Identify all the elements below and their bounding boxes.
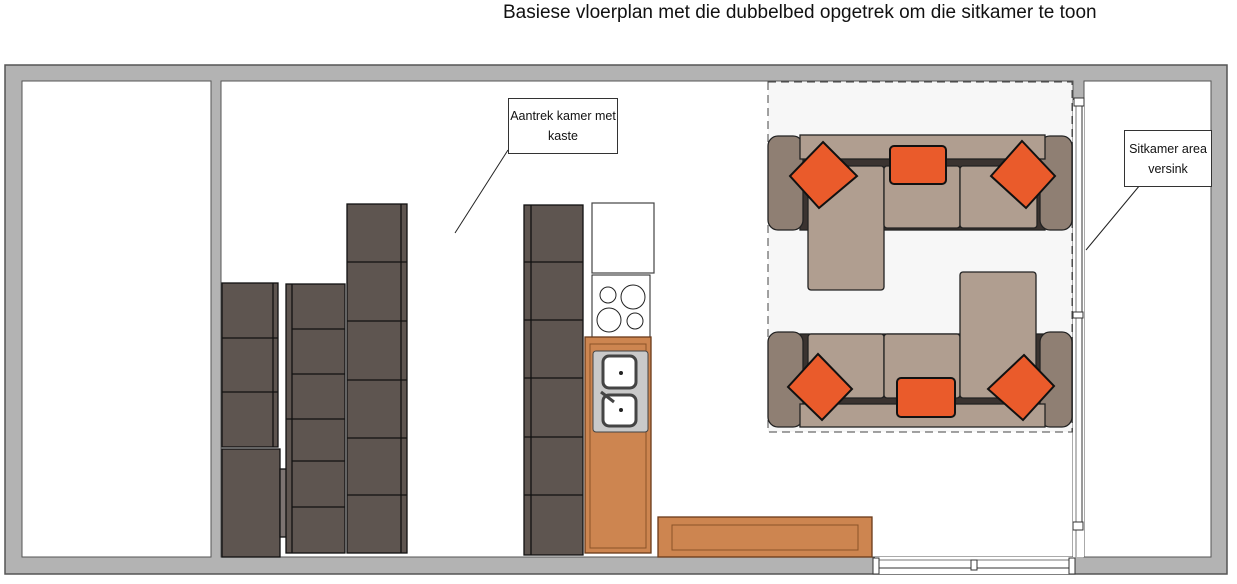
leader-line xyxy=(1085,184,1141,251)
living-area-label: Sitkamer area versink xyxy=(1124,130,1212,187)
cabinet-column-c xyxy=(346,203,408,554)
bench xyxy=(657,516,873,558)
stove xyxy=(591,274,651,338)
cabinet-column-b xyxy=(285,283,346,554)
page-title: Basiese vloerplan met die dubbelbed opge… xyxy=(503,2,1097,23)
pillow xyxy=(788,140,859,210)
pillow xyxy=(989,139,1057,210)
cabinet-column-a xyxy=(221,282,306,558)
left-room xyxy=(21,80,212,558)
cabinet-column-d xyxy=(523,204,584,556)
pillows xyxy=(786,139,1057,422)
dressing-room-label: Aantrek kamer met kaste xyxy=(508,98,618,154)
pillow xyxy=(889,145,947,185)
pillow xyxy=(986,353,1056,422)
fridge xyxy=(591,202,655,274)
counter-with-sink xyxy=(584,336,652,554)
leader-line xyxy=(454,149,509,234)
pillow xyxy=(896,377,956,418)
pillow xyxy=(786,352,854,422)
